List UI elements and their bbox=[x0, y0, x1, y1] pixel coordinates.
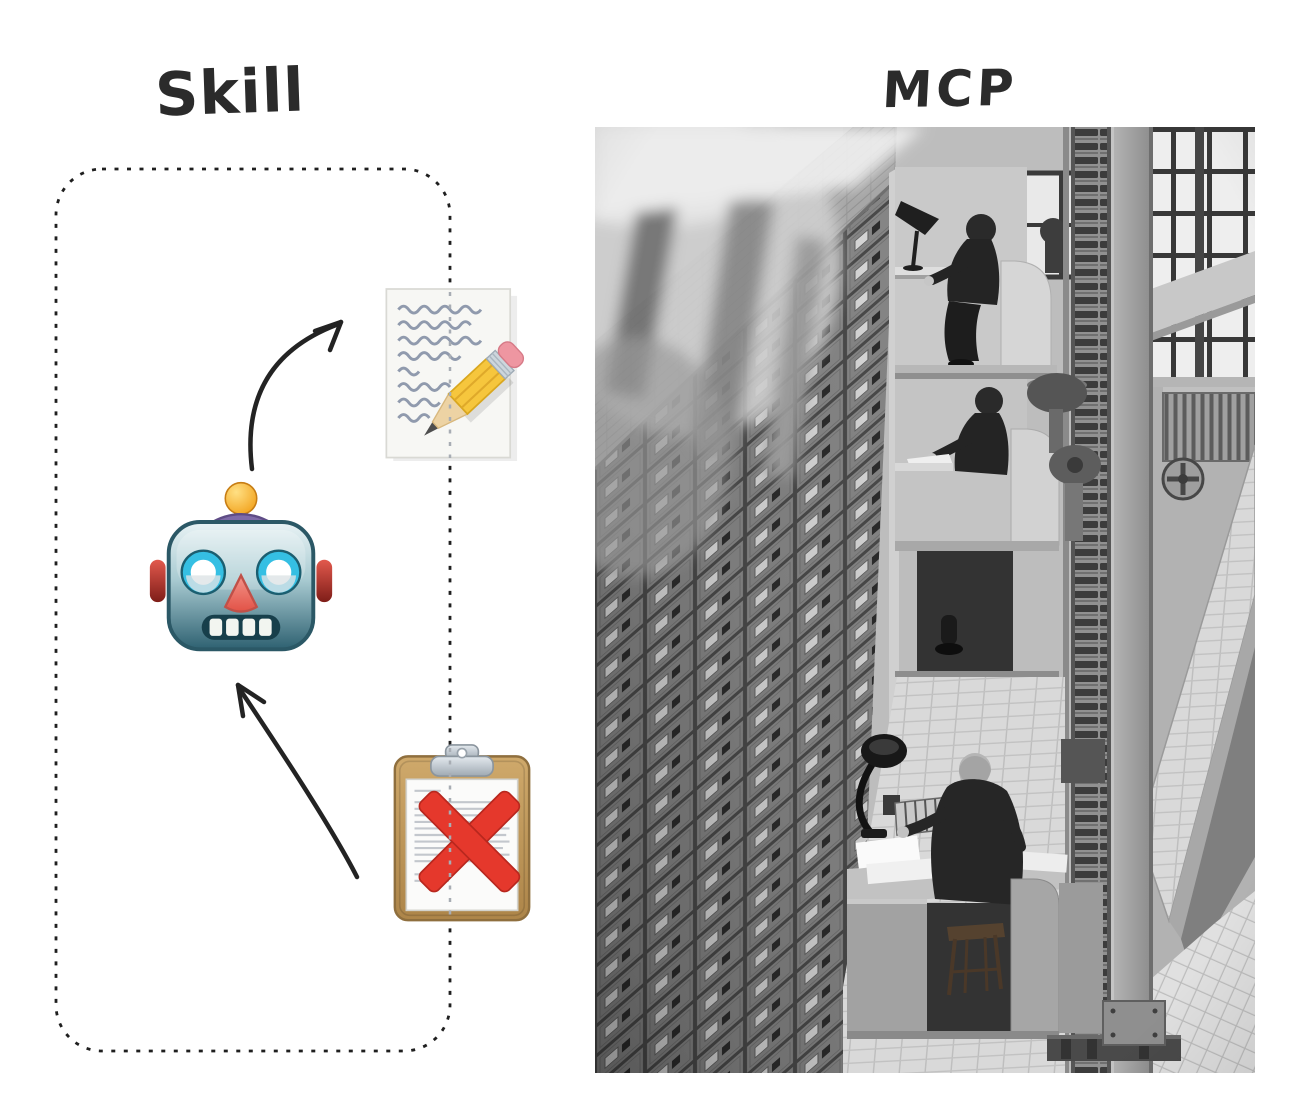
robot-emoji bbox=[146, 478, 336, 654]
skill-title: Skill bbox=[153, 55, 307, 131]
clipboard-emoji bbox=[380, 740, 544, 930]
skill-boundary-box bbox=[54, 167, 452, 1053]
robot-eyes bbox=[180, 549, 302, 596]
memo-handwriting bbox=[397, 304, 483, 423]
robot-ear-left bbox=[149, 559, 166, 603]
robot-mouth bbox=[201, 614, 281, 640]
mcp-title: MCP bbox=[880, 58, 1020, 119]
memo-pencil-emoji bbox=[364, 282, 536, 468]
clipboard-clip bbox=[430, 744, 494, 777]
vintage-card-catalog-photo bbox=[595, 127, 1255, 1073]
robot-nose bbox=[223, 572, 259, 613]
robot-ear-right bbox=[316, 559, 333, 603]
cross-mark-overlay bbox=[418, 790, 521, 893]
antenna-ball bbox=[224, 481, 258, 515]
